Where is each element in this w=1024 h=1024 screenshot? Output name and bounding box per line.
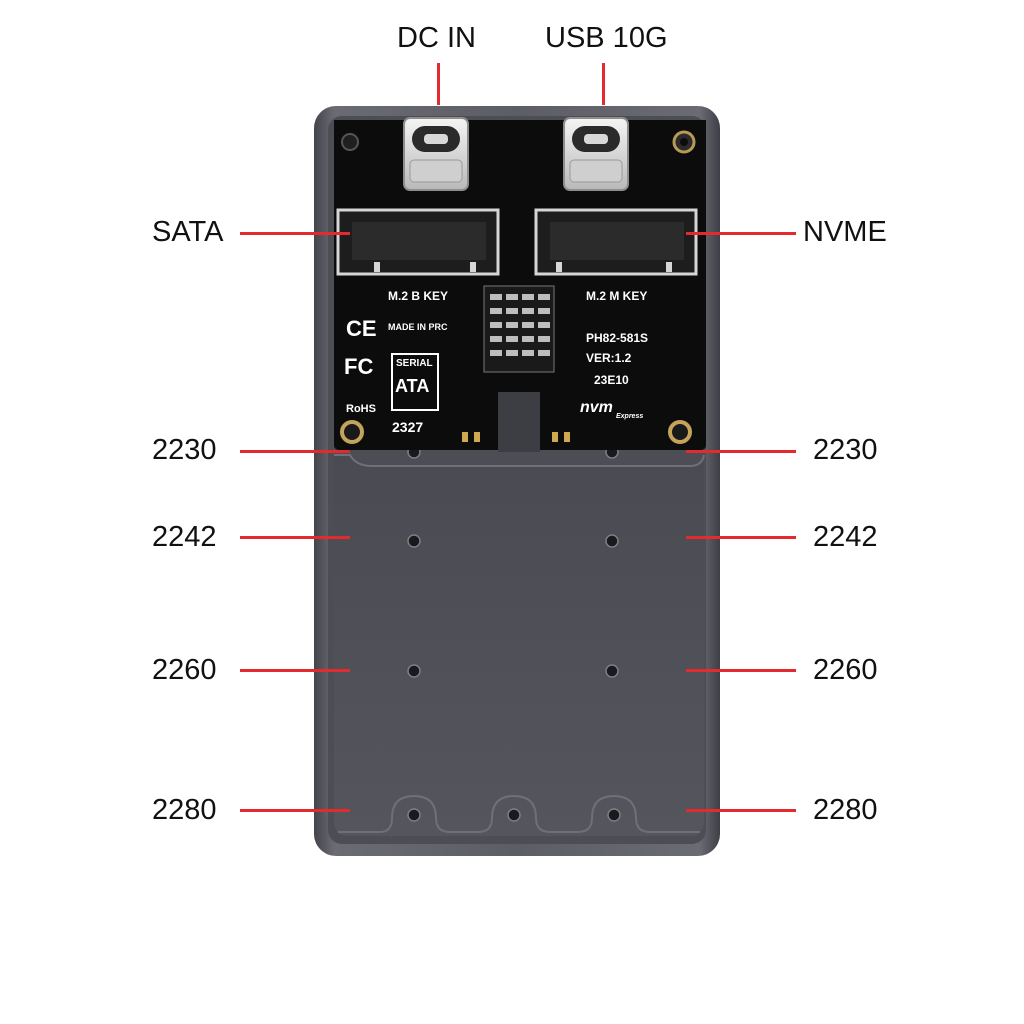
leader-line-2260-right — [686, 669, 796, 672]
screw-hole — [407, 808, 421, 822]
leader-line-2230-left — [240, 450, 350, 453]
callout-usb-10g: USB 10G — [545, 22, 668, 54]
callout-nvme: NVME — [803, 216, 887, 248]
m2-slot-nvme — [534, 208, 698, 276]
model-number: PH82-581S — [586, 331, 648, 345]
m2-slot-sata — [336, 208, 500, 276]
serial-ata-badge — [391, 353, 439, 411]
usb-c-port-dc-in — [403, 117, 469, 191]
pcb-gold-standoff — [340, 420, 364, 444]
callout-2260-left: 2260 — [152, 654, 217, 686]
callout-2230-left: 2230 — [152, 434, 217, 466]
tray-bottom-scallops — [338, 794, 700, 833]
callout-2260-right: 2260 — [813, 654, 878, 686]
pcb-led — [462, 432, 468, 442]
fc-mark: FC — [344, 354, 373, 379]
made-in-label: MADE IN PRC — [388, 322, 448, 332]
nvme-logo: nvm — [580, 399, 613, 416]
leader-line-usb-10g — [602, 63, 605, 105]
pcb-gold-standoff — [668, 420, 692, 444]
pcb-center-gap — [498, 392, 540, 452]
screw-hole — [407, 664, 421, 678]
pcb-led — [474, 432, 480, 442]
callout-2280-right: 2280 — [813, 794, 878, 826]
leader-line-2280-right — [686, 809, 796, 812]
pcb-led — [552, 432, 558, 442]
pcb-component-cluster — [483, 285, 555, 373]
tray-screw-holes — [407, 445, 621, 822]
tray-edge — [334, 454, 705, 467]
pcb-corner-screw — [341, 133, 359, 151]
serial-ata-badge-label: SERIAL — [396, 358, 433, 369]
rohs-label: RoHS — [346, 403, 376, 415]
callout-sata: SATA — [152, 216, 224, 248]
screw-hole — [607, 808, 621, 822]
leader-line-nvme — [686, 232, 796, 235]
leader-line-2260-left — [240, 669, 350, 672]
batch-code: 23E10 — [594, 373, 629, 387]
callout-dc-in: DC IN — [397, 22, 476, 54]
leader-line-2280-left — [240, 809, 350, 812]
leader-line-2242-left — [240, 536, 350, 539]
pcb-led — [564, 432, 570, 442]
callout-2242-right: 2242 — [813, 521, 878, 553]
date-code: 2327 — [392, 419, 423, 435]
leader-line-dc-in — [437, 63, 440, 105]
callout-2280-left: 2280 — [152, 794, 217, 826]
callout-2230-right: 2230 — [813, 434, 878, 466]
leader-line-2242-right — [686, 536, 796, 539]
nvme-logo-sub: Express — [616, 413, 643, 420]
leader-line-sata — [240, 232, 350, 235]
version-label: VER:1.2 — [586, 351, 632, 365]
callout-2242-left: 2242 — [152, 521, 217, 553]
m2-m-key-label: M.2 M KEY — [586, 289, 647, 303]
tray-floor — [334, 455, 704, 836]
screw-hole — [605, 534, 619, 548]
ce-mark: CE — [346, 316, 377, 341]
leader-line-2230-right — [686, 450, 796, 453]
screw-hole — [407, 534, 421, 548]
usb-c-port-usb-10g — [563, 117, 629, 191]
m2-b-key-label: M.2 B KEY — [388, 289, 448, 303]
serial-ata-logo: ATA — [395, 376, 429, 396]
screw-hole — [507, 808, 521, 822]
screw-hole — [605, 664, 619, 678]
